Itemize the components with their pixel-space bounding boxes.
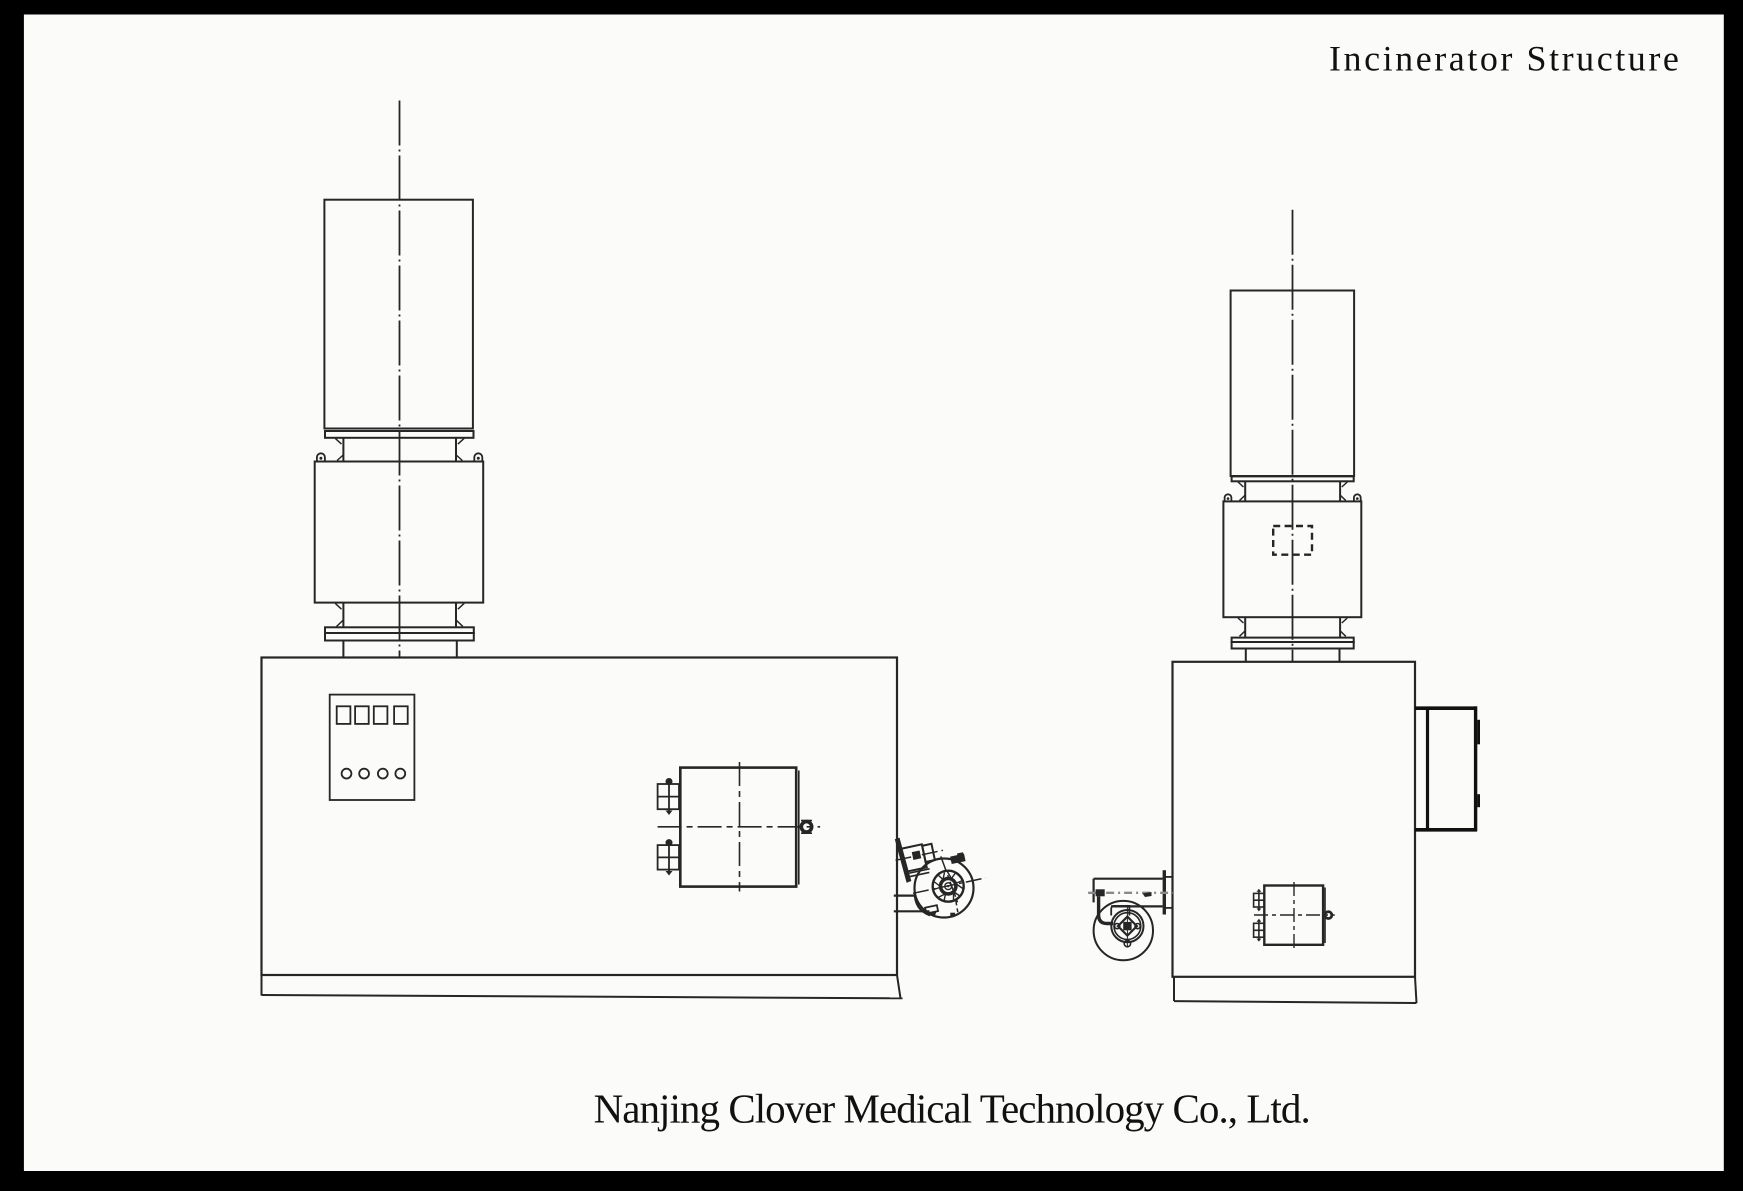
svg-text:Nanjing Clover Medical Technol: Nanjing Clover Medical Technology Co., L… xyxy=(594,1086,1310,1132)
svg-text:Incinerator Structure: Incinerator Structure xyxy=(1329,39,1681,79)
